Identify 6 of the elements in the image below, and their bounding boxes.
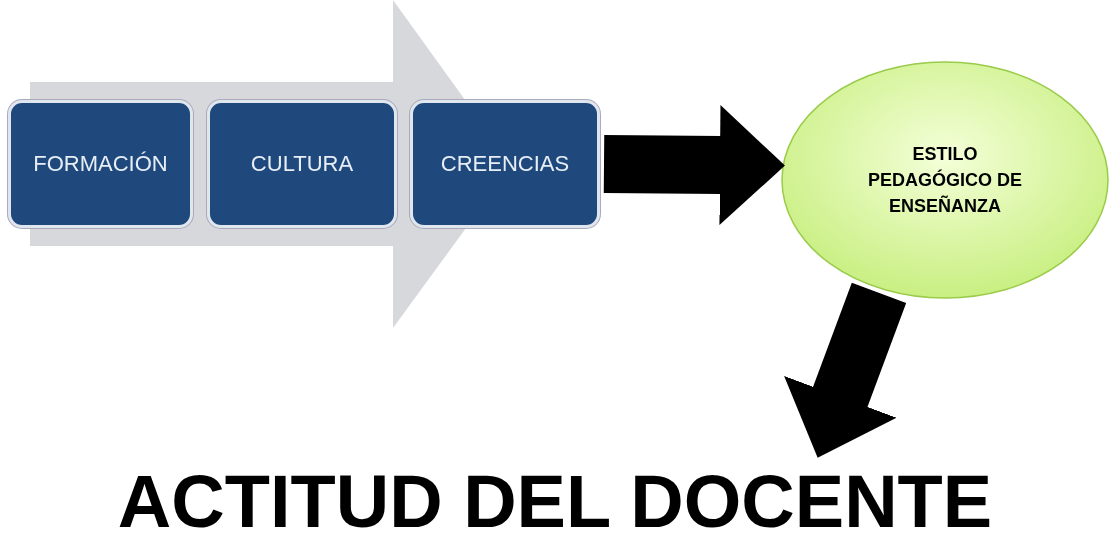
process-box: CREENCIAS [410, 100, 600, 228]
heading-text: ACTITUD DEL DOCENTE [117, 458, 993, 544]
block-arrow [603, 105, 786, 226]
process-box: FORMACIÓN [8, 100, 193, 228]
node-label: ESTILO PEDAGÓGICO DE ENSEÑANZA [867, 142, 1023, 219]
process-box: CULTURA [207, 100, 397, 228]
